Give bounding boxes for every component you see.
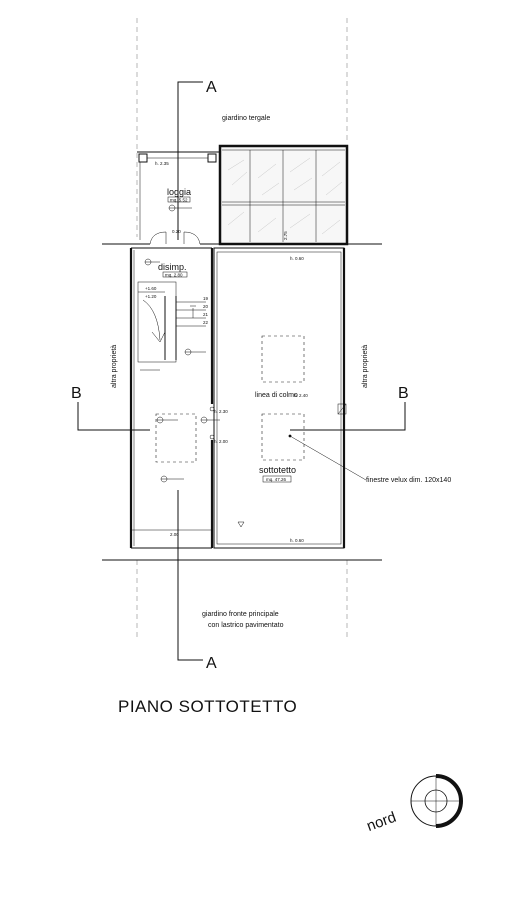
wall-height-2: h. 2.00 bbox=[214, 439, 228, 444]
garden-front-label-2: con lastrico pavimentato bbox=[208, 622, 284, 629]
loggia-area: mq. 5.52 bbox=[170, 198, 188, 203]
loggia-name: loggia bbox=[167, 187, 191, 197]
level-marker-icon bbox=[209, 406, 215, 412]
glass-roof-panel bbox=[218, 144, 349, 246]
north-label: nord bbox=[364, 809, 398, 835]
staircase: 19 20 21 22 +1.60 +1.20 bbox=[137, 281, 209, 371]
building-walls bbox=[129, 247, 346, 549]
loggia-height: h. 2.35 bbox=[155, 161, 169, 166]
section-b-label-right: B bbox=[398, 385, 409, 402]
svg-text:21: 21 bbox=[203, 312, 209, 317]
sottotetto-name: sottotetto bbox=[259, 465, 296, 475]
svg-text:20: 20 bbox=[203, 304, 209, 309]
wall-dim-label: 2.00 bbox=[170, 532, 179, 537]
north-arrow-icon: nord bbox=[364, 774, 463, 835]
ridge-line-label: linea di colmo bbox=[255, 392, 298, 399]
level-marker-icon bbox=[156, 416, 178, 424]
dim-label-small: 0.20 bbox=[172, 229, 181, 234]
velux-window-upper bbox=[261, 335, 305, 383]
loggia-room: h. 2.35 loggia mq. 5.52 bbox=[137, 151, 220, 240]
section-a-marker-top: A bbox=[177, 79, 217, 240]
section-a-label-top: A bbox=[206, 79, 217, 96]
hidden-area-left bbox=[155, 413, 197, 463]
bottom-height-label: h. 0.60 bbox=[290, 538, 304, 543]
velux-note: finestre velux dim. 120x140 bbox=[366, 477, 451, 484]
neighbor-left-label: altra proprietà bbox=[111, 345, 118, 388]
level-marker-icon bbox=[144, 258, 160, 266]
door-swing-icon bbox=[149, 231, 201, 245]
svg-text:19: 19 bbox=[203, 296, 209, 301]
level-marker-icon bbox=[209, 434, 215, 440]
section-b-marker-left: B bbox=[71, 385, 150, 431]
velux-window-lower bbox=[261, 413, 305, 461]
svg-text:+1.60: +1.60 bbox=[145, 286, 157, 291]
garden-back-label: giardino tergale bbox=[222, 115, 270, 122]
garden-front-label-1: giardino fronte principale bbox=[202, 611, 279, 618]
disimpegno-area: mq. 2.80 bbox=[165, 273, 183, 278]
arrow-icon bbox=[237, 521, 245, 528]
wall-height-1: h. 2.30 bbox=[214, 409, 228, 414]
ridge-height-label: h. 2.40 bbox=[294, 393, 308, 398]
top-height-label: h. 0.60 bbox=[290, 256, 304, 261]
level-marker-icon bbox=[200, 416, 220, 424]
level-marker-icon bbox=[160, 475, 184, 483]
svg-text:+1.20: +1.20 bbox=[145, 294, 157, 299]
section-a-marker-bottom: A bbox=[177, 490, 217, 672]
level-marker-icon bbox=[168, 204, 192, 212]
level-marker-icon bbox=[184, 348, 206, 356]
sottotetto-area: mq. 47.26 bbox=[266, 477, 287, 482]
neighbor-right-label: altra proprietà bbox=[362, 345, 369, 388]
section-b-label-left: B bbox=[71, 385, 82, 402]
section-a-label-bottom: A bbox=[206, 655, 217, 672]
dim-label-vertical: 2.75 bbox=[283, 231, 288, 240]
section-b-marker-right: B bbox=[290, 385, 409, 431]
svg-text:22: 22 bbox=[203, 320, 209, 325]
drawing-title: PIANO SOTTOTETTO bbox=[118, 697, 297, 716]
disimpegno-name: disimp. bbox=[158, 262, 187, 272]
chimney-box bbox=[337, 403, 347, 415]
